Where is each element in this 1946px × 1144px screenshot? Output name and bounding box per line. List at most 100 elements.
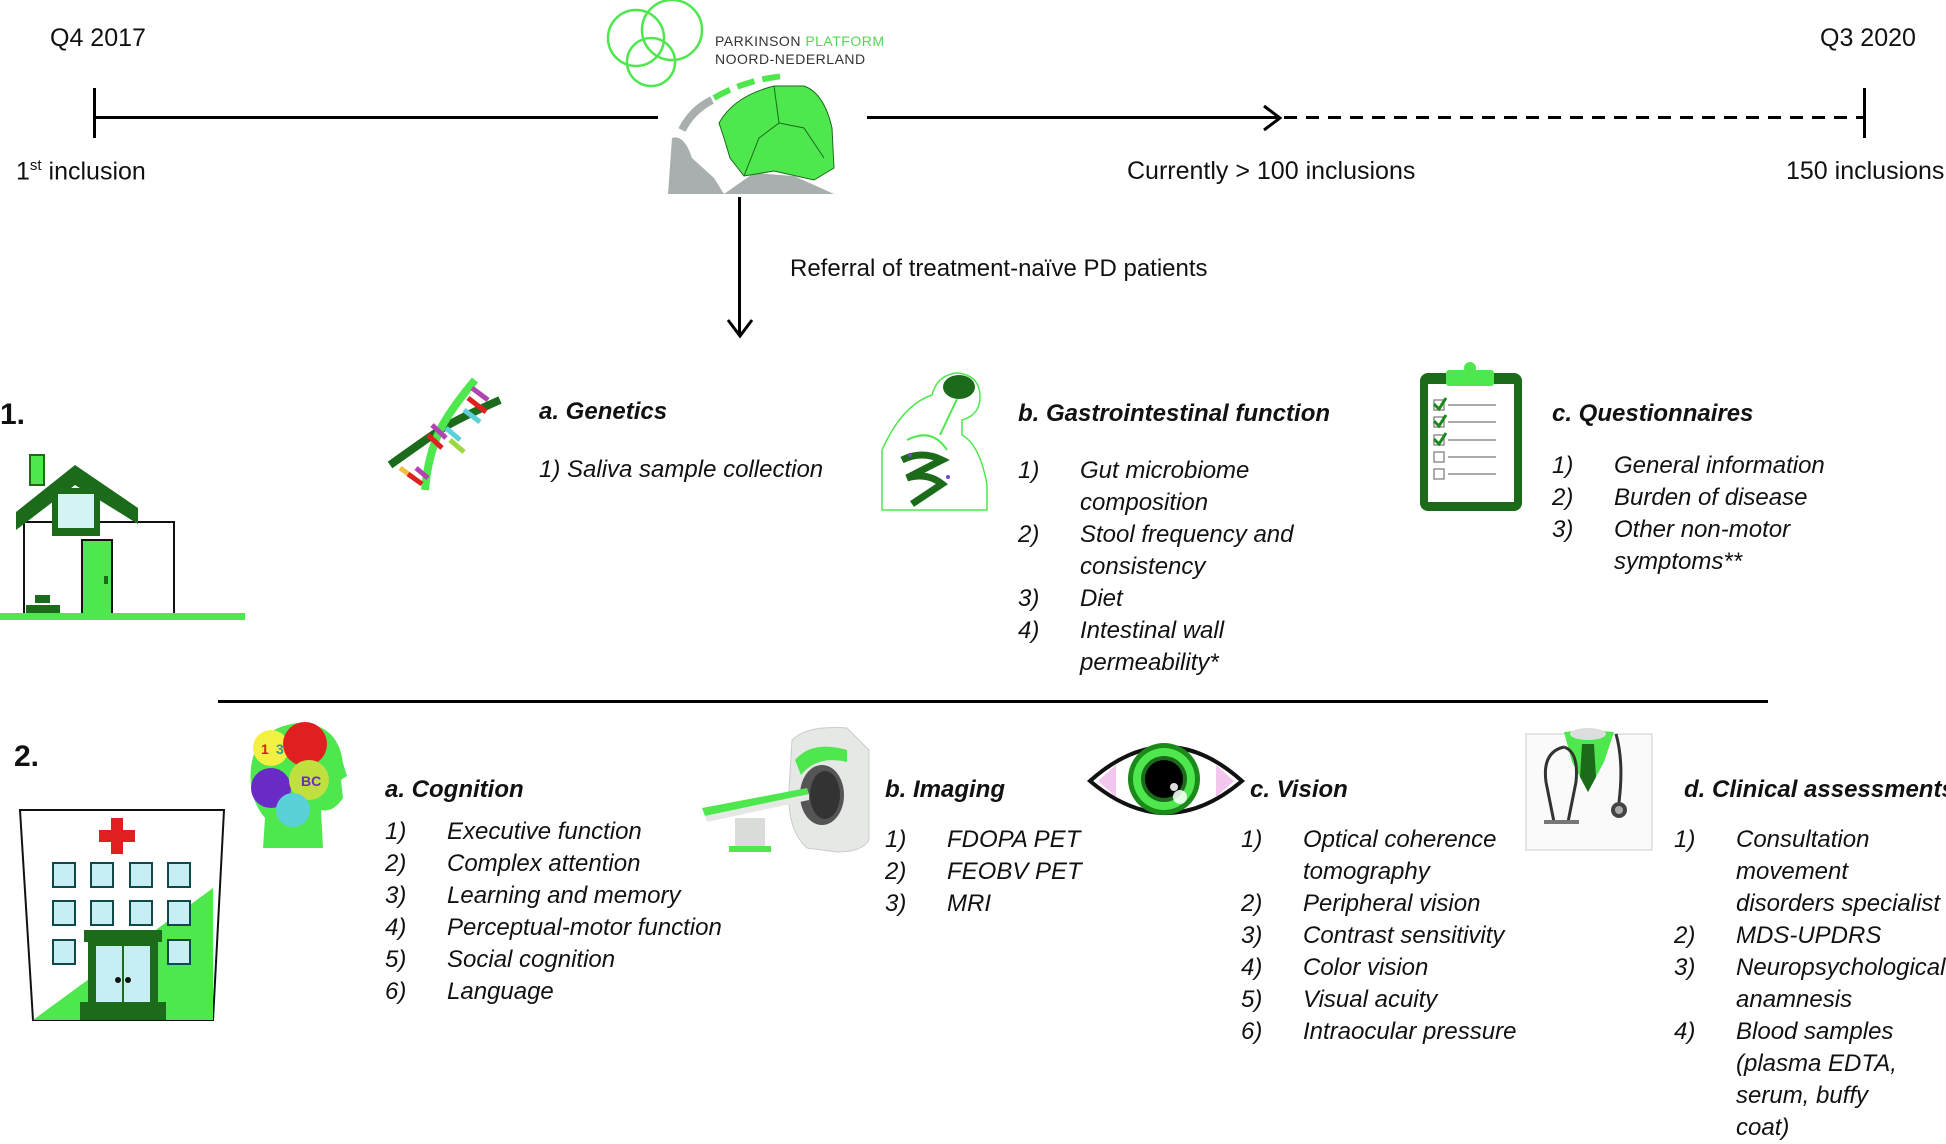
list-item-number: 1) [385,818,407,845]
list-item: 3) Neuropsychological anamnesis [1674,952,1946,1016]
start-label-text: inclusion [41,157,146,186]
timeline-start-date: Q4 2017 [50,24,146,52]
list-item-number: 1) [1674,826,1696,853]
ordinal-suffix: st [29,157,42,174]
list-item-text: Perceptual-motor function [447,914,722,941]
list-item: 3)MRI [885,888,1105,920]
list-item-number: 6) [1241,1018,1263,1045]
list-item-number: 1) [1552,452,1574,479]
section-divider [218,700,1768,703]
list-item: 2) Stool frequency and consistency [1018,519,1318,583]
hospital-icon [18,809,226,1021]
list-item: 1) FDOPA PET [885,824,1105,856]
list-item: 1) Executive function [385,816,765,848]
doctor-coat-stethoscope-icon [1525,728,1653,851]
list-item-number: 4) [1674,1018,1696,1045]
vision-heading: c. Vision [1250,776,1348,803]
gut-brain-silhouette-icon [881,372,988,511]
imaging-heading: b. Imaging [885,776,1005,803]
list-item-number: 4) [385,914,407,941]
list-item-text: Color vision [1303,954,1429,981]
gi-list: 1) Gut microbiome composition 2) Stool fre… [1018,455,1318,679]
section-1-number: 1. [0,398,26,431]
list-item: 1) Gut microbiome composition [1018,455,1318,519]
list-item-text: Contrast sensitivity [1303,922,1505,949]
cognition-heading: a. Cognition [385,776,524,803]
list-item-text: MDS-UPDRS [1736,922,1882,949]
imaging-list: 1) FDOPA PET 2)FEOBV PET 3)MRI [885,824,1105,920]
list-item-number: 2) [385,850,407,877]
map-north-netherlands-icon [668,73,835,194]
list-item: 1) General information [1552,450,1852,482]
list-item: 2)Peripheral vision [1241,888,1531,920]
list-item-text: Neuropsychological anamnesis [1736,954,1946,1013]
list-item-text: Stool frequency and consistency [1080,521,1294,580]
list-item-text: Consultation movement disorders speciali… [1736,826,1941,917]
list-item-text: Complex attention [447,850,641,877]
list-item: 1)Optical coherence tomography [1241,824,1531,888]
questionnaires-heading: c. Questionnaires [1552,400,1754,427]
dna-icon [387,377,502,491]
timeline-end-label: 150 inclusions [1786,157,1945,185]
list-item-text: FEOBV PET [947,858,1082,885]
logo-text-line2: NOORD-NEDERLAND [715,51,866,67]
genetics-heading: a. Genetics [539,398,668,425]
list-item-text: General information [1614,452,1825,479]
referral-arrow-line [738,197,741,335]
list-item-number: 3) [385,882,407,909]
logo-text-line1: PARKINSON PLATFORM [715,33,885,49]
referral-label: Referral of treatment-naïve PD patients [790,255,1208,282]
list-item-number: 2) [1241,890,1263,917]
list-item: 2)Burden of disease [1552,482,1852,514]
list-item: 4) Perceptual-motor function [385,912,765,944]
cognition-list: 1) Executive function 2) Complex attention… [385,816,765,1008]
list-item-number: 1) [1018,457,1040,484]
timeline-line-solid [867,116,1277,119]
list-item-text: Blood samples (plasma EDTA, serum, buffy… [1736,1018,1897,1141]
list-item-text: Burden of disease [1614,484,1808,511]
list-item-text: Optical coherence tomography [1303,826,1497,885]
eye-icon [1086,743,1246,815]
svg-text:3: 3 [276,741,284,757]
logo-platform: PLATFORM [805,33,885,49]
list-item-text: Gut microbiome composition [1080,457,1250,516]
list-item-number: 3) [1018,585,1040,612]
list-item: 4) Color vision [1241,952,1531,984]
list-item-number: 3) [1674,954,1696,981]
list-item: 2)MDS-UPDRS [1674,920,1946,952]
timeline-line-dashed [1284,116,1864,119]
list-item-text: Other non-motor symptoms** [1614,516,1791,575]
list-item: 6) Language [385,976,765,1008]
list-item: 2)FEOBV PET [885,856,1105,888]
list-item-text: Diet [1080,585,1123,612]
list-item-number: 3) [1552,516,1574,543]
list-item-number: 4) [1241,954,1263,981]
logo-rings-icon [606,0,704,88]
timeline-start-tick [93,88,96,138]
mri-scanner-icon [702,727,870,853]
list-item-text: FDOPA PET [947,826,1081,853]
list-item: 5)Visual acuity [1241,984,1531,1016]
list-item-text: Language [447,978,554,1005]
list-item-number: 3) [1241,922,1263,949]
vision-list: 1)Optical coherence tomography 2)Periphe… [1241,824,1531,1048]
timeline-current-label: Currently > 100 inclusions [1127,157,1416,185]
list-item-number: 2) [1018,521,1040,548]
list-item-number: 1) [885,826,907,853]
list-item-number: 5) [385,946,407,973]
list-item-text: Learning and memory [447,882,681,909]
list-item-text: Executive function [447,818,642,845]
house-icon [0,454,245,620]
timeline-line-left [93,116,658,119]
section-2-number: 2. [14,740,40,773]
list-item-number: 6) [385,978,407,1005]
list-item: 2) Complex attention [385,848,765,880]
list-item: 3) Other non-motor symptoms** [1552,514,1852,578]
logo-parkinson: PARKINSON [715,33,806,49]
timeline-end-tick [1863,88,1866,138]
clinical-heading: d. Clinical assessments [1684,776,1946,803]
arrow-right-icon [1263,104,1283,132]
clipboard-checklist-icon [1420,362,1522,511]
list-item: 3) Diet [1018,583,1318,615]
list-item-text: Intestinal wall permeability* [1080,617,1225,676]
